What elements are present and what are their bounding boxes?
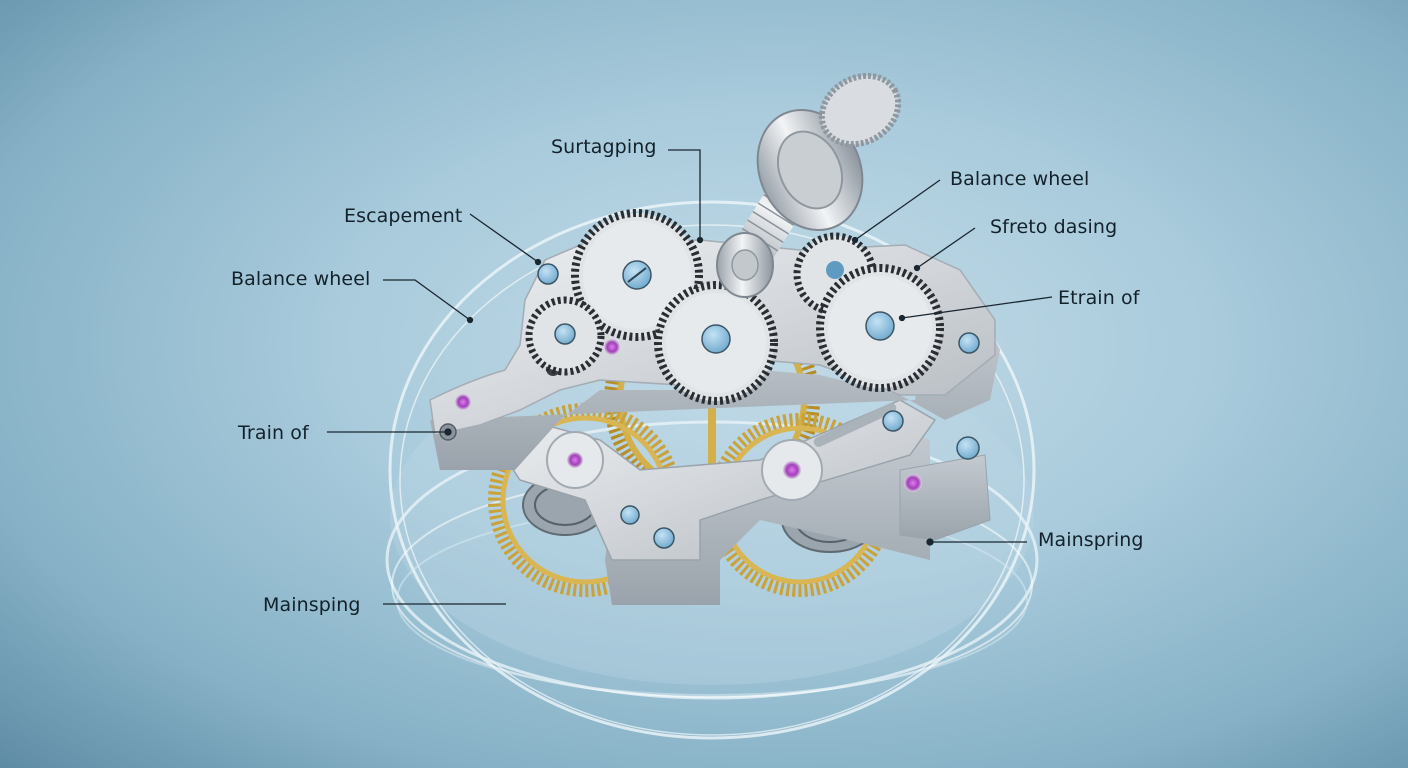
- label-surtagping: Surtagping: [551, 136, 657, 158]
- label-escapement: Escapement: [344, 205, 463, 227]
- label-etrain-of: Etrain of: [1058, 287, 1140, 309]
- crown-and-stem: [716, 72, 902, 298]
- steel-gears: [525, 209, 944, 405]
- label-mainsping: Mainsping: [263, 594, 361, 616]
- leader-lines: [327, 149, 1053, 605]
- lower-bridge: [498, 399, 991, 605]
- label-sfreto-dasing: Sfreto dasing: [990, 216, 1118, 238]
- label-mainspring: Mainspring: [1038, 529, 1144, 551]
- label-balance-wheel-left: Balance wheel: [231, 268, 371, 290]
- label-train-of: Train of: [238, 422, 309, 444]
- label-balance-wheel-right: Balance wheel: [950, 168, 1090, 190]
